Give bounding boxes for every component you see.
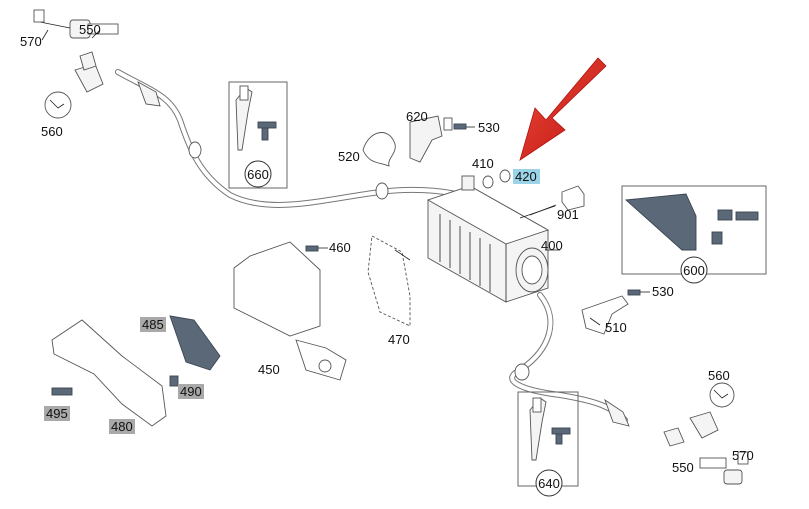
callout-570-bottom: 570 (732, 448, 754, 463)
callout-640: 640 (538, 476, 560, 491)
actuator-400 (426, 169, 550, 303)
bracket-box-600 (621, 185, 767, 284)
callout-530-right: 530 (652, 284, 674, 299)
callout-495: 495 (46, 406, 68, 421)
connector-901 (519, 185, 585, 219)
callout-400: 400 (541, 238, 563, 253)
callout-901: 901 (557, 207, 579, 222)
panel-470 (367, 235, 411, 327)
callout-550-top: 550 (79, 22, 101, 37)
lower-cable (509, 292, 630, 427)
pointer-arrow (519, 57, 607, 161)
callout-570-top: 570 (20, 34, 42, 49)
callout-420: 420 (515, 169, 537, 184)
brackets-top (362, 115, 475, 167)
callout-410: 410 (472, 156, 494, 171)
callout-490-highlight (178, 384, 204, 399)
callout-660: 660 (247, 167, 269, 182)
top-left-connector (33, 9, 119, 119)
callout-450: 450 (258, 362, 280, 377)
bracket-450 (233, 241, 347, 381)
bracket-510 (581, 289, 650, 335)
actuator-ribs (439, 214, 491, 292)
bracket-660 (228, 81, 288, 189)
callout-420-highlight (513, 169, 540, 184)
callout-470: 470 (388, 332, 410, 347)
callout-560-bottom: 560 (708, 368, 730, 383)
callout-520: 520 (338, 149, 360, 164)
callout-460: 460 (329, 240, 351, 255)
callout-620: 620 (406, 109, 428, 124)
callout-550-bottom: 550 (672, 460, 694, 475)
callout-490: 490 (180, 384, 202, 399)
bracket-box-640 (517, 391, 579, 497)
callout-485-highlight (140, 317, 166, 332)
callout-485: 485 (142, 317, 164, 332)
callout-510: 510 (605, 320, 627, 335)
upper-cable (115, 69, 463, 208)
callout-labels: 570 550 560 660 620 530 520 410 420 901 … (20, 22, 754, 491)
leader-lines (41, 29, 601, 326)
callout-480: 480 (111, 419, 133, 434)
bottom-right-connector (663, 382, 749, 485)
callout-480-highlight (109, 419, 135, 434)
callout-530-top: 530 (478, 120, 500, 135)
bracket-480 (51, 315, 221, 427)
callout-600: 600 (683, 263, 705, 278)
callout-495-highlight (44, 406, 70, 421)
callout-560-top: 560 (41, 124, 63, 139)
